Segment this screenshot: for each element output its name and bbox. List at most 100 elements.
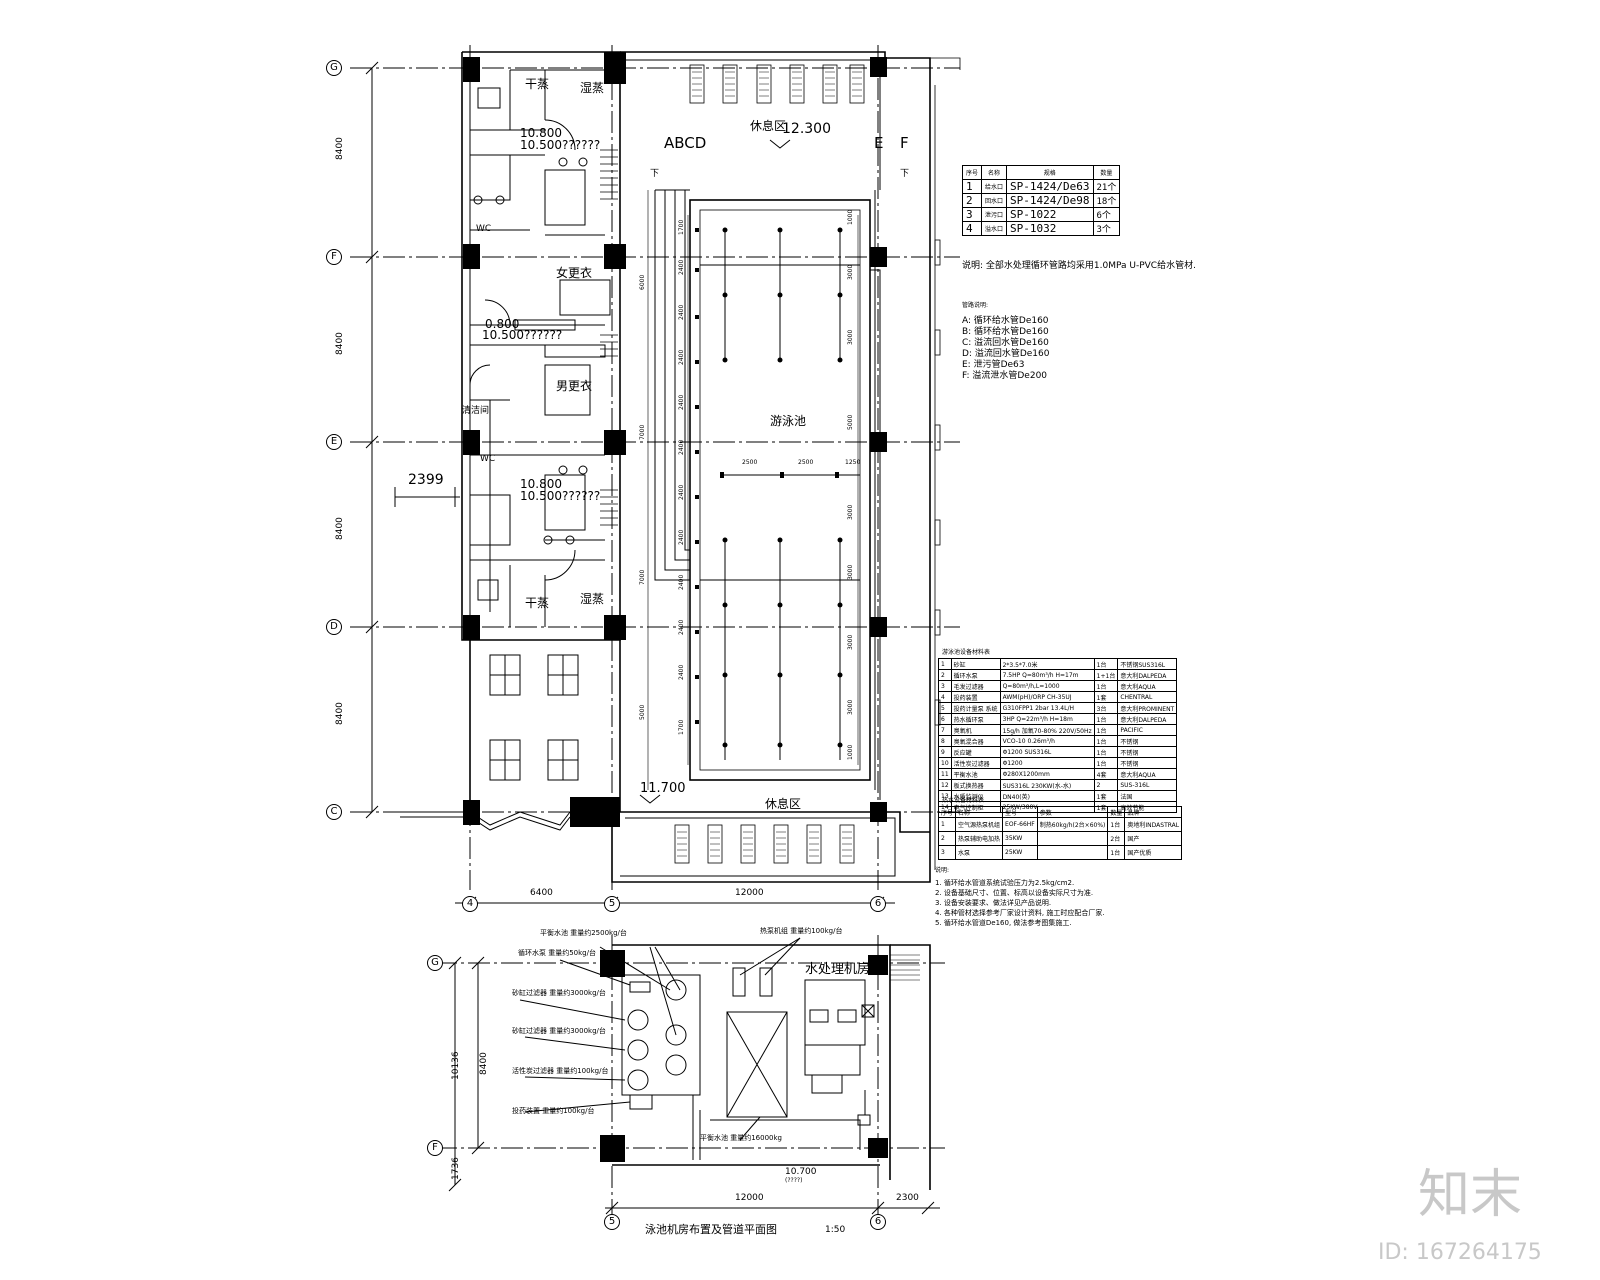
pool-dim-mid: 1250 — [845, 459, 861, 466]
notes-title: 说明: — [935, 867, 950, 874]
dim-left: 8400 — [335, 702, 345, 725]
pool-dim-left: 2400 — [678, 439, 685, 455]
grid-bubble-row: D — [326, 619, 342, 635]
cell: Φ1200 — [999, 757, 1095, 769]
cell: 1台 — [1107, 817, 1126, 832]
room-rest-area: 休息区 — [765, 797, 802, 811]
cell: 3 — [937, 845, 957, 860]
level-mark: 10.800 — [520, 126, 562, 140]
cell: 8 — [938, 735, 952, 747]
cell: 4套 — [1093, 768, 1119, 780]
table-header: 数量 — [1107, 806, 1126, 818]
cell: 砂缸 — [950, 658, 1001, 670]
cell: 1套 — [1093, 790, 1119, 802]
pool-dim-left: 1700 — [678, 219, 685, 235]
dim-bottom: 12000 — [735, 888, 764, 898]
pipe-legend-item: D: 溢流回水管De160 — [962, 349, 1050, 359]
cell: EOF-66HF — [1002, 817, 1038, 832]
pipe-legend-item: C: 溢流回水管De160 — [962, 338, 1049, 348]
cell: 臭氧混合器 — [950, 735, 1001, 747]
room-wet-sauna: 湿蒸 — [580, 81, 605, 95]
cell: 4 — [961, 221, 983, 236]
cell: 不锈钢 — [1117, 735, 1178, 747]
equipment-table-caption: 热水设备材料表 — [942, 797, 985, 804]
cell: 1 — [937, 817, 957, 832]
pipe-legend-item: E: 泄污管De63 — [962, 360, 1025, 370]
cell: 奥地利INDASTRAL — [1124, 817, 1183, 832]
table-header: 数量 — [1092, 165, 1121, 180]
pool-dim-right: 3000 — [847, 329, 854, 345]
dim-bottom: 12000 — [735, 1193, 764, 1203]
cell: 21个 — [1092, 179, 1121, 194]
cell: 1台 — [1093, 735, 1119, 747]
cell: 循环水泵 — [950, 669, 1001, 681]
dim-label: 2399 — [408, 472, 444, 488]
grid-bubble-col: 6 — [870, 1214, 886, 1230]
pool-dim-right: 3000 — [847, 264, 854, 280]
pool-dim-right: 3000 — [847, 699, 854, 715]
grid-bubble-col: 6 — [870, 896, 886, 912]
equipment-callout: 热泵机组 重量约100kg/台 — [760, 927, 843, 935]
level-mark: 10.500?????? — [520, 138, 601, 152]
room-female-change: 女更衣 — [556, 266, 593, 280]
cell: 臭氧机 — [950, 724, 1001, 736]
pool-dim-right: 3000 — [847, 634, 854, 650]
cell: 7.5HP Q=80m³/h H=17m — [999, 669, 1095, 681]
level-mark: 0.800 — [485, 317, 520, 331]
cell: AWM(pH)/ORP CH-35UJ — [999, 691, 1095, 703]
pool-dim-left: 2400 — [678, 574, 685, 590]
cell: DN40(英) — [999, 790, 1095, 802]
pipe-legend-title: 管路说明: — [962, 302, 989, 309]
pool-dim-right: 3000 — [847, 564, 854, 580]
dim-left: 1736 — [451, 1157, 461, 1180]
pipe-legend-item: F: 溢流泄水管De200 — [962, 371, 1048, 381]
dim-left: 8400 — [479, 1052, 489, 1075]
dim-left: 10136 — [451, 1051, 461, 1080]
level-mark: 10.800 — [520, 477, 562, 491]
watermark-id: ID: 167264175 — [1378, 1240, 1542, 1265]
cell: 不锈钢 — [1117, 757, 1178, 769]
room-wc: WC — [476, 224, 492, 234]
table-header: 规格 — [1006, 165, 1094, 180]
cell: 2 — [938, 669, 952, 681]
walkway-dim: 7000 — [639, 424, 646, 440]
grid-bubble-col: 4 — [462, 896, 478, 912]
pool-dim-right: 1000 — [847, 209, 854, 225]
room-pool: 游泳池 — [770, 414, 807, 428]
cell: 3 — [938, 680, 952, 692]
cell: 1台 — [1093, 724, 1119, 736]
cell: 溢水口 — [981, 221, 1008, 236]
note-item: 4. 各种管材选择参考厂家设计资料, 施工时应配合厂家. — [935, 909, 1105, 917]
pool-dim-left: 2400 — [678, 259, 685, 275]
pipe-tag-f: F — [900, 134, 909, 152]
dim-left: 8400 — [335, 332, 345, 355]
dim-bottom: 6400 — [530, 888, 553, 898]
pool-dim-right: 3000 — [847, 504, 854, 520]
cell: 活性炭过滤器 — [950, 757, 1001, 769]
pipe-tags: ABCD — [664, 134, 707, 152]
dim-bottom: 2300 — [896, 1193, 919, 1203]
cell: 意大利PROMINENT — [1117, 702, 1178, 714]
cell — [1036, 831, 1109, 846]
cell: 1台 — [1093, 746, 1119, 758]
cell: VCO-10 0.26m³/h — [999, 735, 1095, 747]
note-item: 3. 设备安装要求、做法详见产品说明. — [935, 899, 1052, 907]
pool-dim-right: 5000 — [847, 414, 854, 430]
cell: Φ280X1200mm — [999, 768, 1095, 780]
cell: 不锈钢 — [1117, 746, 1178, 758]
equipment-table-caption: 游泳池设备材料表 — [942, 649, 991, 656]
pool-dim-left: 2400 — [678, 349, 685, 365]
table-header: 序号 — [937, 806, 957, 818]
cell: 不锈钢SUS316L — [1117, 658, 1178, 670]
cell: 6 — [938, 713, 952, 725]
